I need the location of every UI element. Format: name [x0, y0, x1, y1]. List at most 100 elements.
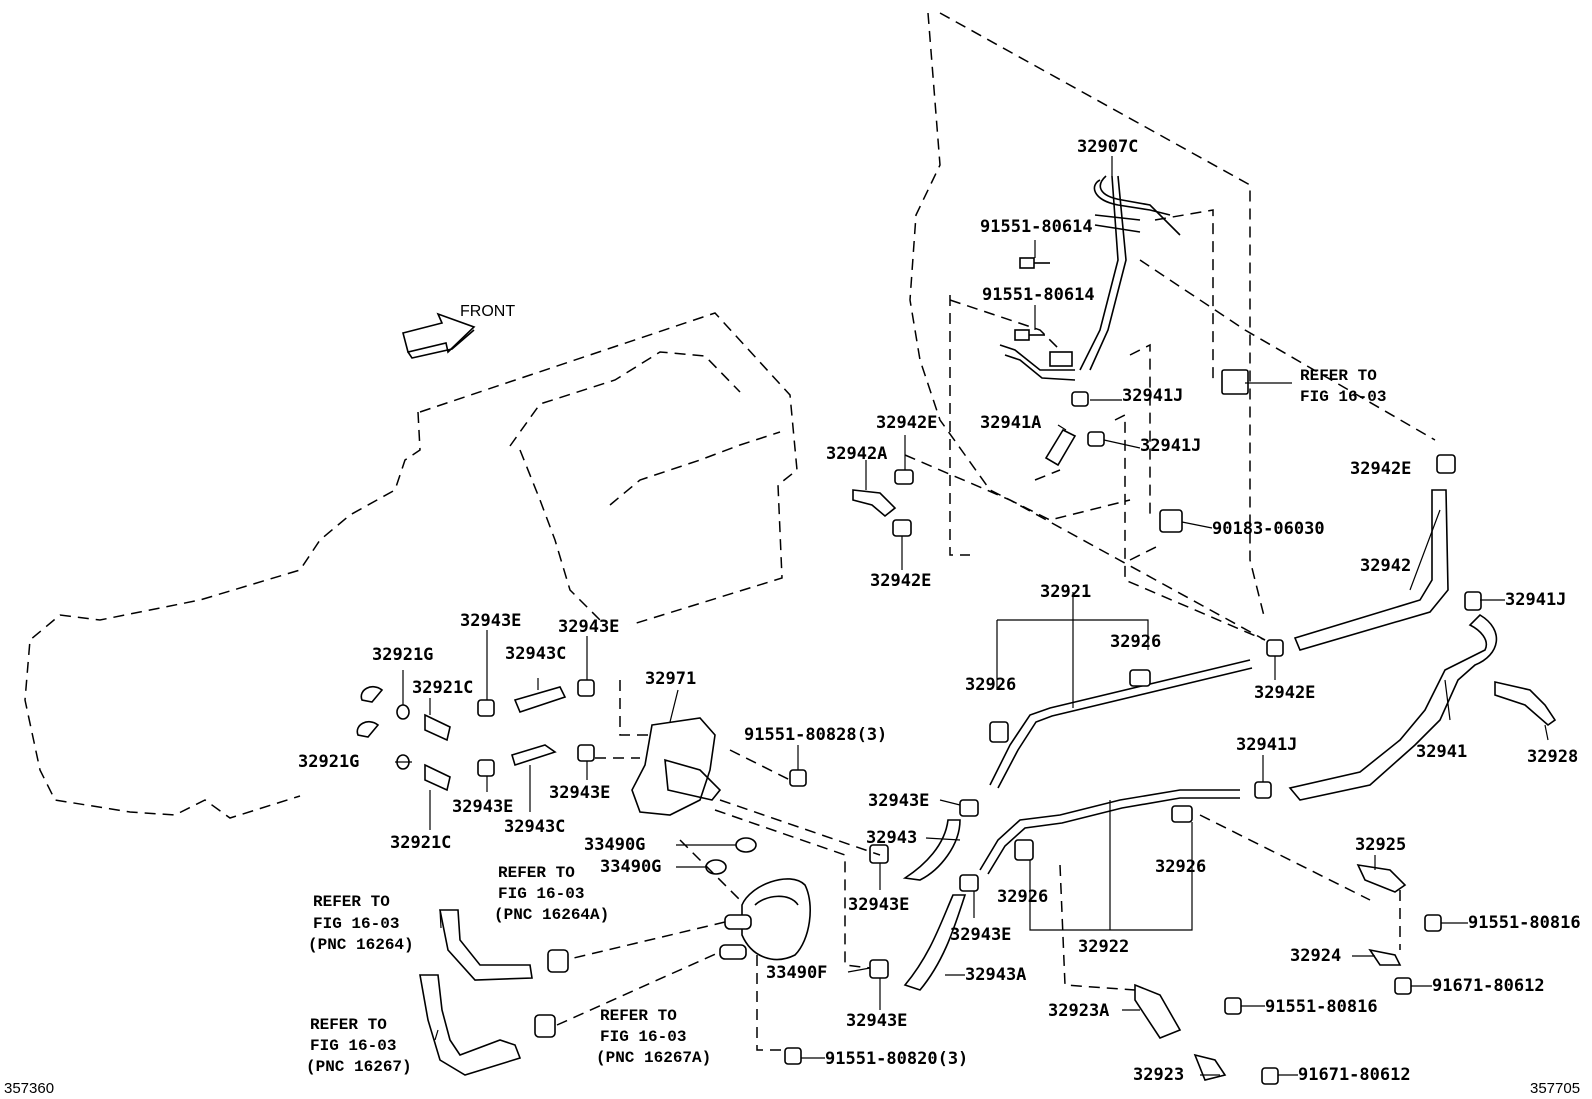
label-32943e: 32943E — [868, 791, 929, 811]
sleeve-32926 — [1129, 669, 1151, 687]
clamp-32941j — [1254, 781, 1272, 799]
label-32941a: 32941A — [980, 413, 1041, 433]
label-32921g: 32921G — [372, 645, 433, 665]
pipe-32921 — [997, 667, 1253, 789]
svg-text:REFER TO: REFER TO — [310, 1016, 387, 1034]
front-arrow-icon: FRONT — [402, 303, 515, 359]
pipe-assembly-32907c — [999, 175, 1181, 381]
refer-note-pnc16267: REFER TO FIG 16-03 (PNC 16267) — [306, 1016, 412, 1076]
svg-text:(PNC 16264): (PNC 16264) — [308, 936, 414, 954]
clamp-32942e — [894, 469, 914, 485]
leader-dash — [949, 299, 1061, 351]
sleeve-32926 — [1171, 805, 1193, 823]
svg-text:FIG 16-03: FIG 16-03 — [498, 885, 584, 903]
clamp-32941j — [1071, 391, 1089, 407]
leader-dash — [1154, 209, 1214, 385]
label-32942a: 32942A — [826, 444, 887, 464]
clamp-32943e — [577, 744, 595, 762]
label-32943e: 32943E — [846, 1011, 907, 1031]
hose-32942a — [852, 489, 897, 518]
sleeve-32926 — [1014, 839, 1034, 861]
svg-text:FIG 16-03: FIG 16-03 — [1300, 388, 1386, 406]
label-32926: 32926 — [965, 675, 1016, 695]
leader-dash — [719, 799, 881, 856]
hose-left-lower — [419, 974, 522, 1076]
leader-dash — [1059, 864, 1136, 991]
label-91671-80612: 91671-80612 — [1298, 1065, 1411, 1085]
label-32941: 32941 — [1416, 742, 1467, 762]
label-32971: 32971 — [645, 669, 696, 689]
hose-left-upper — [439, 909, 533, 981]
leader-dash — [1199, 814, 1371, 901]
label-32925: 32925 — [1355, 835, 1406, 855]
label-32943e: 32943E — [848, 895, 909, 915]
clamp-32942e — [1266, 639, 1284, 657]
label-32926: 32926 — [1155, 857, 1206, 877]
clamp-32943e — [477, 759, 495, 777]
label-32941j: 32941J — [1236, 735, 1297, 755]
label-91551-80614: 91551-80614 — [980, 217, 1093, 237]
svg-text:REFER TO: REFER TO — [498, 864, 575, 882]
leader-dash — [679, 839, 741, 901]
leader-dash — [556, 921, 726, 963]
label-90183-06030: 90183-06030 — [1212, 519, 1325, 539]
svg-text:REFER TO: REFER TO — [1300, 367, 1377, 385]
pipe-32922 — [979, 789, 1240, 871]
label-32924: 32924 — [1290, 946, 1341, 966]
bracket-32925 — [1356, 863, 1407, 893]
clamp-32941j — [1464, 591, 1482, 611]
leader-dash — [904, 454, 1266, 641]
clamp-32942e — [892, 519, 912, 537]
label-32942e: 32942E — [1254, 683, 1315, 703]
label-91551-80820: 91551-80820(3) — [825, 1049, 968, 1069]
label-32907c: 32907C — [1077, 137, 1138, 157]
label-leaders — [395, 156, 1549, 1076]
label-32921: 32921 — [1040, 582, 1091, 602]
footer-left-code: 357360 — [4, 1080, 54, 1097]
leader-dash — [714, 809, 871, 969]
hose-32943c — [511, 744, 557, 767]
clamp-32943e — [577, 679, 595, 697]
bracket-32924 — [1368, 948, 1402, 966]
oring-33490g — [735, 837, 757, 853]
refer-note-pnc16267a: REFER TO FIG 16-03 (PNC 16267A) — [596, 1007, 711, 1067]
leader-dash — [1139, 259, 1436, 441]
label-33490g: 33490G — [584, 835, 645, 855]
label-32943e: 32943E — [460, 611, 521, 631]
label-32921c: 32921C — [390, 833, 451, 853]
bolt-icon — [1424, 914, 1442, 932]
clamp-icon — [547, 949, 569, 973]
label-91551-80614: 91551-80614 — [982, 285, 1095, 305]
label-32943: 32943 — [866, 828, 917, 848]
hose-32941 — [1288, 613, 1498, 801]
label-32943c: 32943C — [505, 644, 566, 664]
front-label: FRONT — [460, 303, 515, 320]
label-32921g: 32921G — [298, 752, 359, 772]
label-32943e: 32943E — [950, 925, 1011, 945]
label-32923a: 32923A — [1048, 1001, 1109, 1021]
svg-text:FIG 16-03: FIG 16-03 — [600, 1028, 686, 1046]
refer-note-pnc16264a: REFER TO FIG 16-03 (PNC 16264A) — [494, 864, 609, 924]
bolt-icon — [1014, 257, 1050, 341]
bolt-icon — [1394, 977, 1412, 995]
label-91551-80816: 91551-80816 — [1265, 997, 1378, 1017]
bolt-icon — [1224, 997, 1242, 1015]
clamp-32943e — [869, 959, 889, 979]
svg-text:(PNC 16264A): (PNC 16264A) — [494, 906, 609, 924]
label-32942: 32942 — [1360, 556, 1411, 576]
svg-text:REFER TO: REFER TO — [600, 1007, 677, 1025]
leader-dash — [1114, 413, 1266, 641]
adapter-32971 — [631, 717, 716, 816]
grommet-90183 — [1159, 509, 1183, 533]
clamp-32943e — [959, 799, 979, 817]
label-32941j: 32941J — [1122, 386, 1183, 406]
label-91551-80816: 91551-80816 — [1468, 913, 1581, 933]
svg-text:FIG 16-03: FIG 16-03 — [310, 1037, 396, 1055]
label-32943e: 32943E — [549, 783, 610, 803]
label-33490f: 33490F — [766, 963, 827, 983]
refer-note-pnc16264: REFER TO FIG 16-03 (PNC 16264) — [308, 893, 414, 954]
leader-dash — [1129, 343, 1151, 520]
label-32942e: 32942E — [876, 413, 937, 433]
pipe-32921 — [989, 659, 1251, 786]
